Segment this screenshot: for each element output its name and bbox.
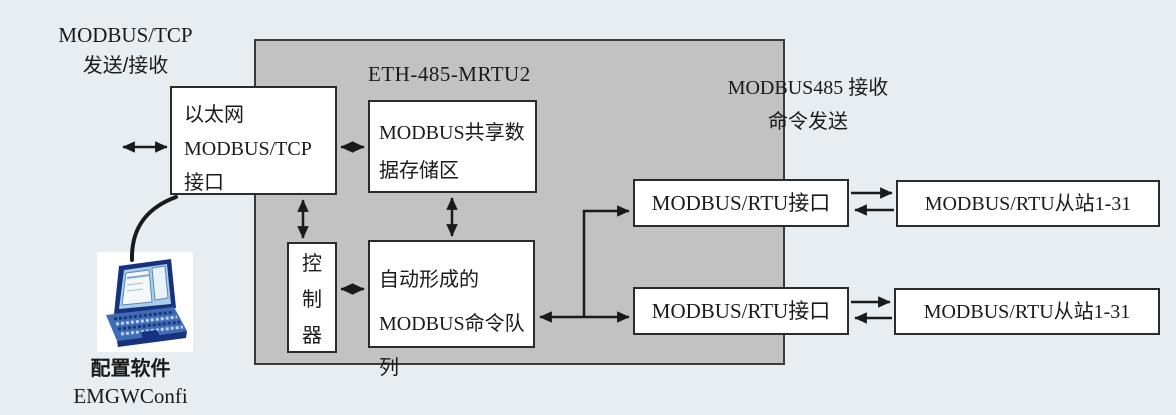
label-line: MODBUS/TCP — [58, 23, 193, 47]
label-config-software: 配置软件 EMGWConfi — [38, 356, 223, 410]
label-line: MODBUS485 接收 — [727, 77, 889, 99]
rtu-slaves-box-2: MODBUS/RTU从站1-31 — [894, 288, 1160, 335]
label-line: 命令发送 — [768, 111, 848, 133]
box-text-line: 自动形成的 — [379, 269, 479, 291]
controller-box: 控 制 器 — [287, 242, 337, 353]
label-modbus-tcp-send-receive: MODBUS/TCP 发送/接收 — [18, 20, 233, 82]
auto-command-queue-box: 自动形成的 MODBUS命令队列 — [368, 240, 535, 379]
label-gateway-title: ETH-485-MRTU2 — [368, 62, 531, 86]
box-text-line: MODBUS/TCP — [184, 138, 312, 160]
ethernet-modbus-tcp-interface-box: 以太网 MODBUS/TCP 接口 — [170, 86, 337, 195]
box-text-line: 接口 — [184, 172, 224, 194]
modbus-shared-memory-box: MODBUS共享数 据存储区 — [368, 100, 537, 193]
rtu-interface-box-2: MODBUS/RTU接口 — [633, 287, 849, 335]
label-modbus485-receive-send: MODBUS485 接收 命令发送 — [698, 71, 918, 139]
box-text-line: 据存储区 — [379, 160, 459, 182]
rtu-interface-box-1: MODBUS/RTU接口 — [633, 179, 849, 227]
rtu-slaves-box-1: MODBUS/RTU从站1-31 — [896, 180, 1160, 227]
box-text-line: 以太网 — [184, 104, 244, 126]
label-line: 配置软件 — [90, 358, 171, 380]
config-cable — [129, 195, 178, 262]
label-line: 发送/接收 — [82, 55, 169, 77]
box-text-line: MODBUS命令队列 — [379, 313, 525, 379]
laptop-icon — [97, 252, 193, 352]
box-text-line: MODBUS共享数 — [379, 122, 525, 144]
label-line: EMGWConfi — [73, 384, 188, 408]
